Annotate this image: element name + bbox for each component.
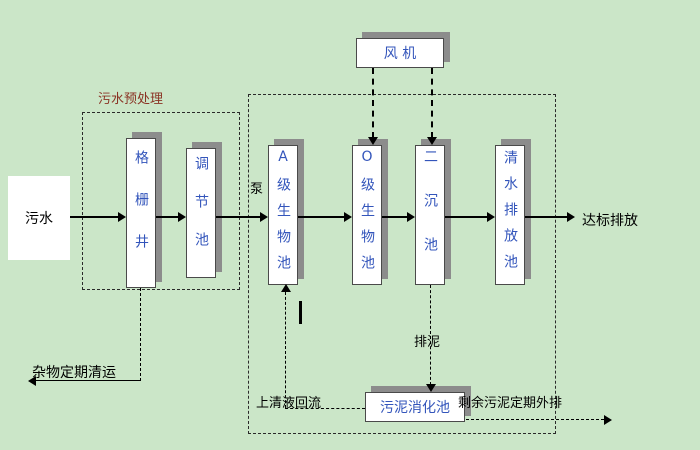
- o-bio-tank-label: O级生物池: [359, 149, 375, 281]
- arrow-down-icon: [426, 384, 436, 392]
- secondary-sedimentation-label: 二沉池: [422, 149, 438, 281]
- a-bio-tank: A级生物池: [268, 145, 298, 285]
- clear-water-discharge-label: 清水排放池: [502, 150, 518, 280]
- sludge-line-secondary-digester: [430, 285, 431, 385]
- arrow-right-icon: [178, 212, 186, 222]
- arrow-right-icon: [344, 212, 352, 222]
- a-bio-tank-label: A级生物池: [275, 149, 291, 281]
- arrow-down-icon: [368, 137, 378, 145]
- sludge-digester-label: 污泥消化池: [380, 400, 450, 416]
- o-bio-tank: O级生物池: [352, 145, 382, 285]
- arrow-up-icon: [281, 284, 291, 292]
- debris-line-horizontal: [36, 380, 140, 381]
- influent-label: 污水: [25, 211, 53, 227]
- arrow-right-icon: [407, 212, 415, 222]
- flow-line-secondary-clear: [445, 216, 487, 218]
- pump-label: 泵: [250, 182, 264, 197]
- flow-line-obio-secondary: [382, 216, 407, 218]
- excess-sludge-label: 剩余污泥定期外排: [458, 396, 563, 411]
- arrow-right-icon: [567, 212, 575, 222]
- flow-line-abio-obio: [298, 216, 344, 218]
- grid-well-label: 格栅井: [133, 150, 149, 276]
- grid-well-tank: 格栅井: [126, 138, 156, 288]
- fan-label: 风 机: [383, 46, 417, 62]
- influent-box: 污水: [8, 176, 70, 260]
- supernatant-line-vertical: [285, 292, 286, 408]
- arrow-right-icon: [487, 212, 495, 222]
- arrow-right-icon: [118, 212, 126, 222]
- air-line-fan-obio: [372, 68, 374, 138]
- regulating-tank-label: 调节池: [193, 156, 209, 270]
- flow-line-influent-gridwell: [70, 216, 118, 218]
- arrow-right-icon: [260, 212, 268, 222]
- air-line-fan-secondary: [431, 68, 433, 138]
- flow-line-gridwell-regulating: [156, 216, 178, 218]
- flow-line-regulating-abio: [216, 216, 260, 218]
- biological-treatment-group-frame: [248, 94, 556, 434]
- secondary-sedimentation-tank: 二沉池: [415, 145, 445, 285]
- sludge-digester-box: 污泥消化池: [365, 392, 465, 422]
- sludge-discharge-label: 排泥: [412, 331, 443, 350]
- regulating-tank: 调节池: [186, 148, 216, 278]
- debris-line-vertical: [140, 288, 141, 381]
- effluent-label: 达标排放: [582, 213, 638, 229]
- supernatant-return-label: 上清液回流: [256, 396, 322, 411]
- pretreatment-group-frame: [82, 112, 240, 290]
- excess-sludge-line: [466, 419, 604, 420]
- arrow-down-icon: [427, 137, 437, 145]
- clear-water-discharge-tank: 清水排放池: [495, 145, 525, 285]
- flow-line-clear-effluent: [525, 216, 567, 218]
- supernatant-line-horizontal: [285, 408, 365, 409]
- arrow-left-icon: [28, 376, 36, 386]
- stray-mark: [299, 301, 302, 324]
- fan-box: 风 机: [356, 38, 444, 68]
- pretreatment-label: 污水预处理: [98, 92, 164, 107]
- debris-removal-label: 杂物定期清运: [32, 365, 116, 381]
- arrow-right-icon: [604, 415, 612, 425]
